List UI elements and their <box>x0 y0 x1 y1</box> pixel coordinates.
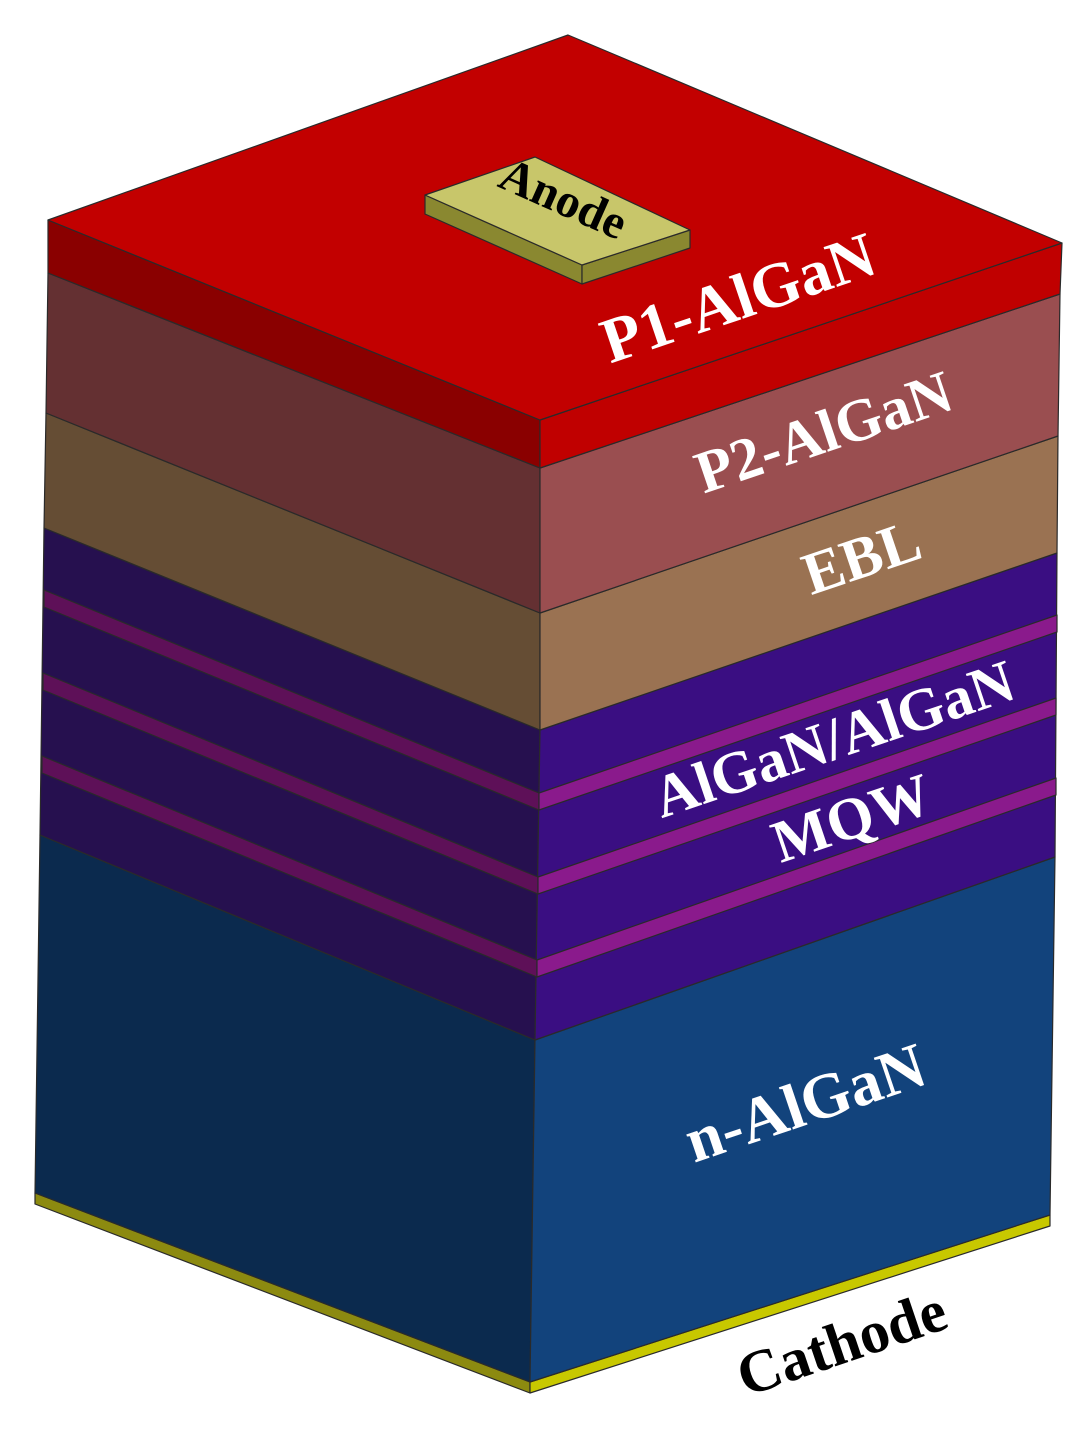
anode-contact-top <box>424 156 691 266</box>
mqw-well-2-front <box>537 697 1057 895</box>
mqw-well-1-front <box>538 614 1058 811</box>
mqw-well-3-front <box>536 777 1057 978</box>
